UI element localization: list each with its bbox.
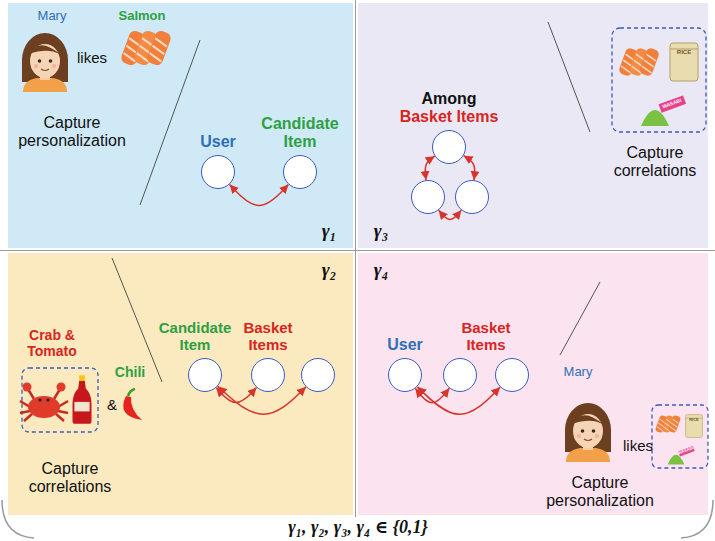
package-text: RICE [677,49,691,56]
gamma-label: γ₄ [374,259,389,281]
entity-circle [411,180,445,214]
circle-heading: User [200,133,236,151]
relation-arrow [230,184,289,205]
entity-circle: Candidate Item [283,155,317,189]
relation-arrow [439,210,462,219]
wasabi-icon [668,446,695,464]
node-label: Candidate Item [150,320,240,354]
panel-caption: Capture personalization [538,474,663,511]
crab-icon [20,383,68,422]
node-label: Basket Items [400,108,499,126]
diagonal-divider [112,258,162,382]
salmon-icon [655,415,681,434]
person-name: Mary [38,9,67,24]
girl-icon [22,33,68,92]
node-label: Basket Items [233,320,303,354]
node-label: Among [400,90,499,108]
diagonal-divider [140,40,200,205]
node-label: User [387,336,423,354]
girl-icon [565,403,611,462]
node-label: Candidate Item [253,115,348,151]
item-name: Crab & Tomato [17,327,87,359]
panel-fill [358,3,708,248]
panel-caption: Capture correlations [15,460,125,497]
wasabi-icon [641,95,686,126]
panel-caption: Capture correlations [600,144,710,181]
quadrant-panel: γ₃ AmongBasket Items [358,3,708,248]
circle-heading: AmongBasket Items [400,90,499,126]
gamma-label: γ₃ [374,220,389,242]
entity-circle [301,358,335,392]
formula: γ₁, γ₂, γ₃, γ₄ ∈ {0,1} [288,517,427,538]
circle-heading: Basket Items [454,320,518,354]
entity-circle: Basket Items [251,358,285,392]
circle-heading: Basket Items [233,320,303,354]
person-name: Mary [564,365,593,380]
node-label: User [200,133,236,151]
rice-bag-icon [686,415,703,438]
relation-arrow [425,156,434,180]
quadrant-panel: γ₄UserBasket Items [358,253,708,515]
separator-line [0,0,715,517]
entity-circle [495,358,529,392]
salmon-icon [618,47,660,77]
entity-circle: Basket Items [443,358,477,392]
entity-circle: Candidate Item [188,358,222,392]
circle-heading: Candidate Item [150,320,240,354]
relation-word: likes [623,437,653,454]
item-name: Salmon [119,9,166,24]
relation-word: likes [77,49,107,66]
rice-bag-icon [670,43,698,81]
panel-fill [8,3,353,248]
salmon-icon [120,29,173,66]
gamma-label: γ₂ [322,259,337,281]
node-label: Basket Items [454,320,518,354]
conjunction: & [107,396,117,413]
entity-circle: AmongBasket Items [432,130,466,164]
diagonal-divider [548,22,590,132]
panel-caption: Capture personalization [12,114,132,151]
panel-fill [358,253,708,515]
circle-heading: User [387,336,423,354]
item-name: Chili [115,364,145,380]
relation-arrow [464,156,475,180]
panel-fill [8,253,353,515]
item-group-box [612,28,706,132]
diagonal-divider [560,282,600,355]
chili-icon [123,389,142,420]
entity-circle [455,180,489,214]
entity-circle: User [201,155,235,189]
circle-heading: Candidate Item [253,115,348,151]
ketchup-bottle-icon [73,375,92,423]
package-text: RICE [689,418,699,423]
entity-circle: User [388,358,422,392]
item-group-box [652,405,708,468]
gamma-label: γ₁ [322,220,337,242]
